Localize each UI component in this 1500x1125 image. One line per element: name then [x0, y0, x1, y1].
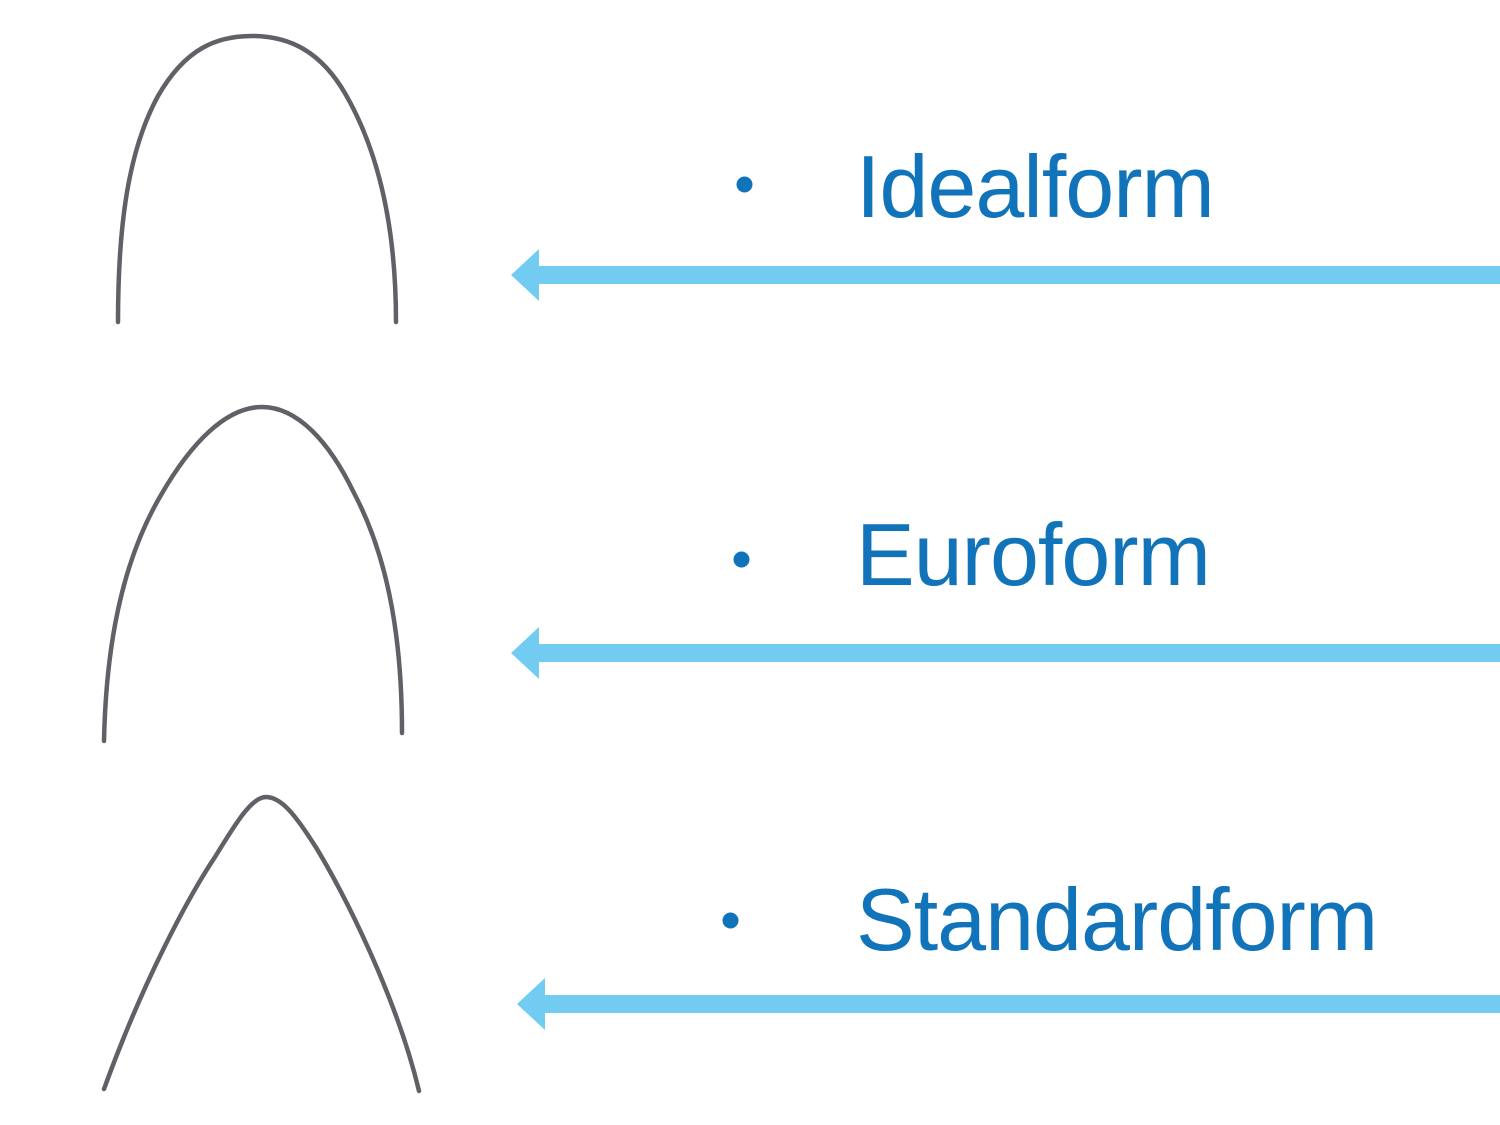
arrow-left-icon	[511, 249, 1500, 306]
label-standardform: Standardform	[856, 870, 1378, 969]
idealform-archwire-image	[113, 31, 405, 327]
bullet-icon	[733, 551, 750, 573]
bullet-icon	[736, 176, 753, 198]
label-idealform: Idealform	[856, 137, 1215, 236]
euroform-archwire-image	[101, 403, 407, 747]
label-euroform: Euroform	[856, 505, 1211, 604]
bullet-icon	[722, 912, 739, 934]
standardform-archwire-image	[97, 789, 427, 1097]
arrow-left-icon	[517, 978, 1500, 1035]
arrow-left-icon	[511, 627, 1500, 684]
